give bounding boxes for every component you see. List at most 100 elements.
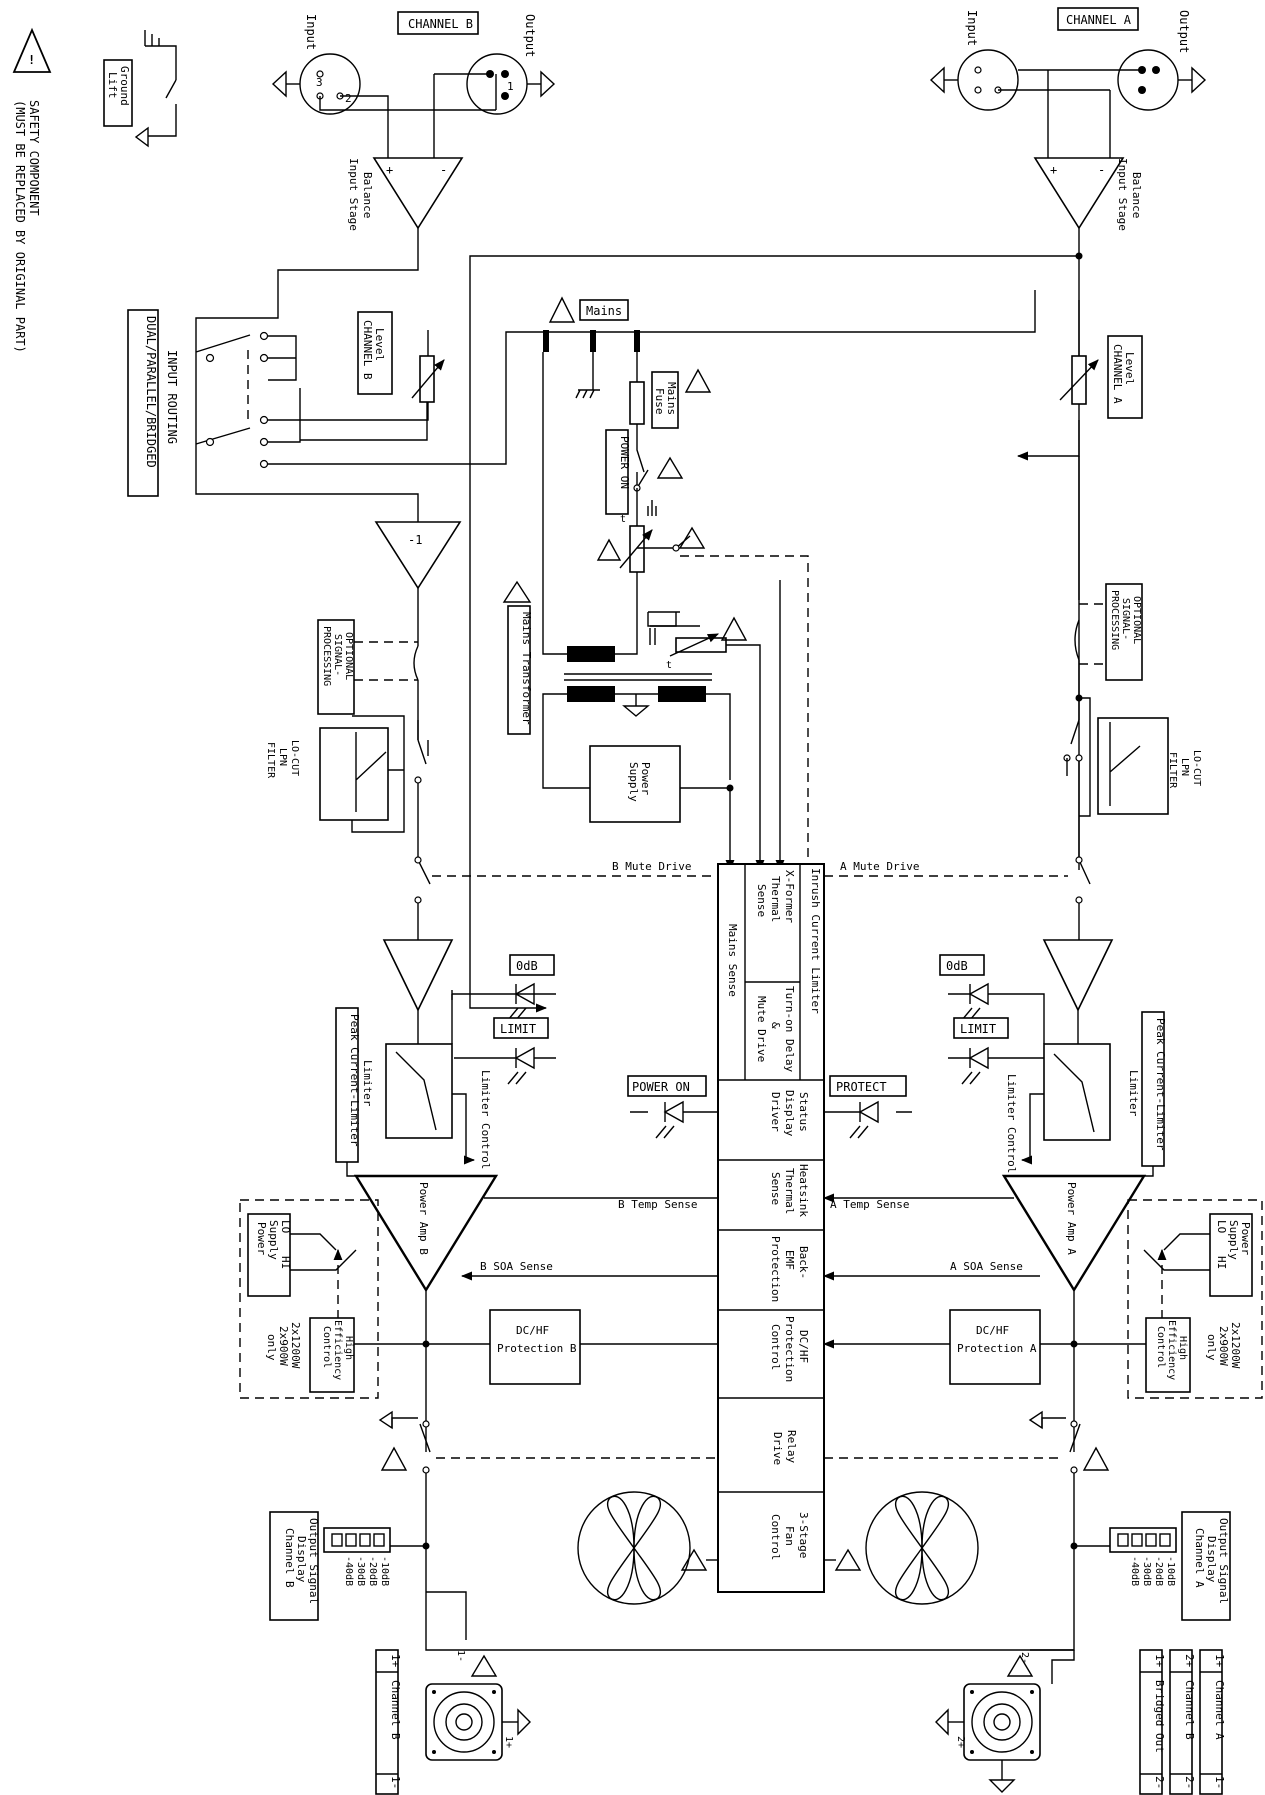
backemf-label-2: EMF	[783, 1250, 796, 1270]
fuse-warning-icon	[684, 368, 712, 393]
protect-led-icon	[858, 1100, 879, 1124]
fan-a-icon	[865, 1491, 979, 1605]
channel-a-balance-label-1: Balance	[1130, 172, 1143, 218]
channel-b-supply-label: Supply	[267, 1220, 280, 1260]
channel-a-locut-filter-box	[1097, 717, 1169, 815]
channel-b-supply-hi: HI	[279, 1256, 292, 1269]
ground-lift: Ground Lift	[103, 30, 177, 148]
channel-b-input-section: CHANNEL B Input Output 3 2 1 + - Balance…	[195, 11, 556, 352]
channel-b-power-amp-label: Power Amp B	[417, 1182, 430, 1255]
channel-b-supply-box	[247, 1213, 291, 1297]
channel-b-output-display-label-1: Output Signal	[307, 1518, 320, 1604]
channel-a-input-section: CHANNEL A Input Output + - Balance Input…	[469, 7, 1207, 1013]
t-label-2: t	[666, 660, 672, 671]
channel-b-level-10: -10dB	[379, 1556, 390, 1586]
channel-b-limiter-label: Limiter	[361, 1060, 374, 1107]
channel-b-speakon-plus: 1+	[389, 1654, 402, 1668]
relay-label-2: Drive	[771, 1432, 784, 1465]
channel-b-locut-filter-box	[319, 727, 389, 821]
minus-sign: -	[440, 163, 447, 177]
status-leds: POWER ON PROTECT	[627, 1075, 912, 1139]
channel-b-locut-label-3: FILTER	[265, 742, 276, 779]
channel-a-limiter-box	[1043, 1043, 1111, 1141]
channel-b-level-potentiometer[interactable]	[419, 355, 435, 403]
channel-b-efficiency-label-2: Efficiency	[332, 1320, 343, 1380]
channel-a-level-40: -40dB	[1129, 1556, 1140, 1586]
protect-led-box	[829, 1075, 907, 1097]
channel-a-speakon-connector[interactable]	[963, 1683, 1041, 1761]
channel-b-speakon-minus: 1-	[389, 1776, 402, 1789]
ground-icon	[378, 1410, 393, 1430]
channel-b-output-display-label-3: Channel B	[283, 1528, 296, 1588]
channel-a-plus-label: 2+	[955, 1736, 966, 1748]
channel-a-0db-led-icon	[968, 982, 989, 1006]
input-routing-label: INPUT ROUTING	[165, 350, 179, 444]
channel-b-balance-label-2: Input Stage	[347, 158, 360, 231]
channel-b-models-3: only	[265, 1334, 278, 1361]
status-label-3: Driver	[769, 1092, 782, 1132]
channel-b-plus-label: 1+	[503, 1736, 514, 1748]
a-mute-drive-label: A Mute Drive	[840, 860, 919, 873]
channel-a-power-amp-label: Power Amp A	[1065, 1182, 1078, 1255]
channel-a-balance-amp	[1033, 157, 1125, 230]
input-routing: DUAL/PARALLEL/BRIDGED INPUT ROUTING Leve…	[127, 290, 1036, 522]
central-control-block: Inrush Current Limiter Mains Sense X-For…	[717, 863, 825, 1593]
thermistor2-warning-icon	[720, 616, 748, 641]
channel-a-supply-box	[1209, 1213, 1253, 1297]
channel-a-limiter-control-label: Limiter Control	[1005, 1074, 1018, 1173]
channel-b-level-40: -40dB	[343, 1556, 354, 1586]
channel-b-title-box	[397, 11, 479, 35]
xformer-label-2: Thermal	[769, 876, 782, 922]
pin-1-label: 1	[507, 80, 514, 93]
channel-b-speakon-connector[interactable]	[425, 1683, 503, 1761]
channel-b-dchf-label-2: Protection B	[497, 1342, 577, 1355]
b-soa-sense-label: B SOA Sense	[480, 1260, 553, 1273]
channel-a-input-label: Input	[965, 10, 979, 46]
channel-a-supply-hi: HI	[1215, 1256, 1228, 1269]
channel-a-level-20: -20dB	[1153, 1556, 1164, 1586]
channel-a-xlr-output-icon[interactable]	[1117, 49, 1179, 111]
transformer-warning-icon	[502, 580, 532, 603]
chassis-ground-icon	[929, 66, 945, 94]
channel-a-output-display-box	[1181, 1511, 1231, 1621]
mains-fuse-label-2: Fuse	[653, 388, 666, 415]
mains-label: Mains	[586, 304, 622, 318]
channel-b-power-label: Power	[255, 1222, 268, 1255]
chassis-ground-icon	[540, 70, 556, 98]
fan-b-warning-icon	[680, 1548, 708, 1571]
chassis-ground-icon	[271, 70, 287, 98]
a-soa-sense-label: A SOA Sense	[950, 1260, 1023, 1273]
channel-a-xlr-input-icon[interactable]	[957, 49, 1019, 111]
channel-b-efficiency-label-1: High	[343, 1336, 354, 1360]
turnon-label-2: &	[769, 1022, 782, 1029]
channel-b-inverter	[374, 521, 462, 590]
mains-fuse-label-box	[651, 371, 679, 429]
channel-a-0db-label: 0dB	[946, 959, 968, 973]
pin-2-label: 2	[345, 92, 352, 105]
relay-label-1: Relay	[785, 1430, 798, 1463]
pin-3-label: 3	[316, 76, 323, 89]
channel-b-output-display-box	[269, 1511, 319, 1621]
channel-b-speakon-label-box	[375, 1649, 399, 1795]
channel-b-xlr-input-icon[interactable]	[299, 53, 361, 115]
dchf-label-2: Protection	[783, 1316, 796, 1382]
ground-icon	[1028, 1410, 1043, 1430]
speakon-b-minus: 2-	[1183, 1776, 1196, 1789]
speakon-b-warning-icon	[470, 1654, 498, 1677]
channel-b-speakon-name: Channel B	[389, 1680, 402, 1740]
mains-warning-icon	[548, 296, 576, 323]
relay-b-warning-icon	[380, 1446, 408, 1471]
mains-fuse	[629, 381, 645, 425]
t-label: t	[620, 514, 626, 525]
heatsink-label-2: Thermal	[783, 1168, 796, 1214]
channel-b-xlr-output-icon[interactable]	[466, 53, 528, 115]
channel-b-level-box	[357, 311, 393, 395]
warning-line-1: SAFETY COMPONENT	[27, 100, 41, 216]
relay-a-warning-icon	[1082, 1446, 1110, 1471]
channel-b-dchf-label-1: DC/HF	[516, 1324, 549, 1337]
channel-b-chain: -1 OPTIONAL SIGNAL- PROCESSING LO-CUT LP…	[239, 521, 718, 1662]
turnon-label-3: Mute Drive	[755, 996, 768, 1062]
channel-b-0db-label: 0dB	[516, 959, 538, 973]
bridged-name: Bridged Out	[1153, 1680, 1166, 1753]
channel-a-power-amp	[1001, 1174, 1147, 1293]
